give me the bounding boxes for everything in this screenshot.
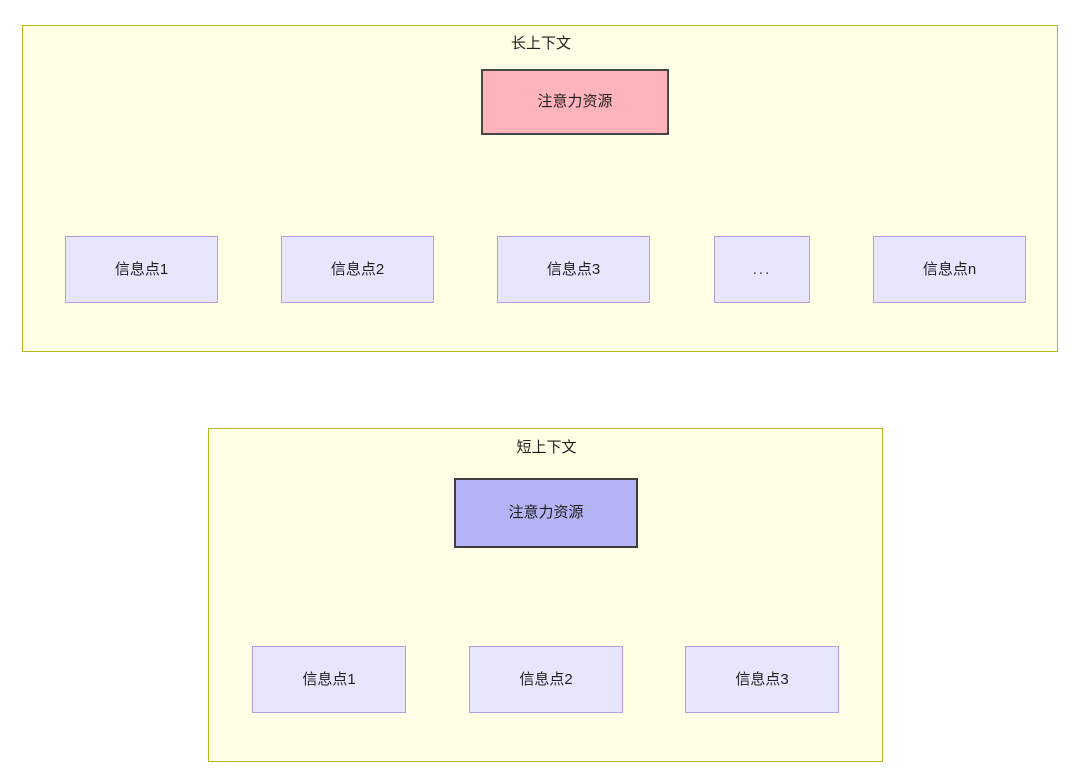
panel-long-context-title: 长上下文 — [510, 35, 571, 52]
node-long-info-point-n[interactable]: 信息点n — [873, 236, 1026, 303]
node-label: 信息点2 — [330, 260, 385, 278]
node-short-info-point-3[interactable]: 信息点3 — [685, 646, 839, 713]
panel-short-context-title: 短上下文 — [516, 439, 577, 456]
node-long-info-point-1[interactable]: 信息点1 — [65, 236, 218, 303]
node-long-attention-resource[interactable]: 注意力资源 — [481, 69, 669, 135]
node-short-attention-resource[interactable]: 注意力资源 — [454, 478, 638, 548]
node-short-info-point-1[interactable]: 信息点1 — [252, 646, 406, 713]
node-label: 信息点1 — [114, 260, 169, 278]
node-short-info-point-2[interactable]: 信息点2 — [469, 646, 623, 713]
node-label: 注意力资源 — [537, 93, 613, 110]
node-label: 注意力资源 — [508, 504, 584, 521]
node-label: 信息点3 — [546, 260, 601, 278]
node-label: 信息点3 — [735, 670, 789, 688]
node-long-info-point-3[interactable]: 信息点3 — [497, 236, 650, 303]
node-long-info-point-ellipsis[interactable]: ... — [714, 236, 810, 303]
node-long-info-point-2[interactable]: 信息点2 — [281, 236, 434, 303]
node-label: ... — [752, 260, 772, 278]
node-label: 信息点2 — [519, 670, 573, 688]
node-label: 信息点n — [922, 260, 977, 278]
node-label: 信息点1 — [302, 670, 356, 688]
